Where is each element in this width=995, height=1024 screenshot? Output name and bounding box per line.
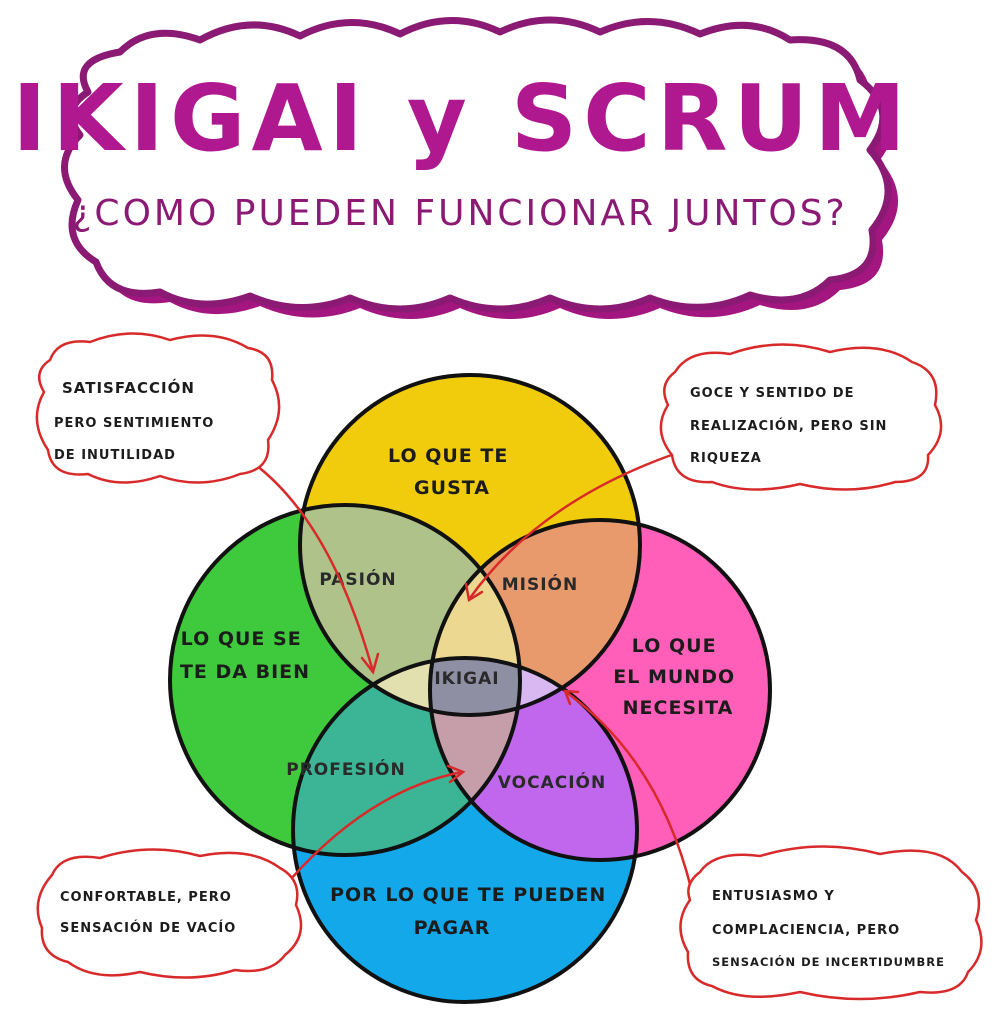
arrows — [250, 450, 694, 894]
svg-text:GOCE Y SENTIDO DE REALIZ: GOCE Y SENTIDO DE REALIZACIÓN, PERO SIN … — [690, 383, 894, 466]
outline-world-needs — [428, 518, 772, 862]
circle-love-label: LO QUE TE GUSTA — [388, 445, 516, 499]
svg-text:SATISFACCIÓN PERO SENTIM: SATISFACCIÓN PERO SENTIMIENTO DE INUTILI… — [54, 378, 221, 463]
arrow-top-left-head — [360, 652, 380, 675]
note-bottom-left-cloud — [36, 848, 303, 979]
zone-passion-label: PASIÓN — [319, 568, 396, 590]
svg-text:CONFORTABLE, PERO SENSAC: CONFORTABLE, PERO SENSACIÓN DE VACÍO — [60, 887, 238, 936]
circle-world-needs-label: LO QUE EL MUNDO NECESITA — [613, 635, 743, 719]
outline-good-at — [168, 503, 522, 857]
outline-love — [298, 373, 642, 717]
page-subtitle: ¿COMO PUEDEN FUNCIONAR JUNTOS? — [72, 193, 847, 234]
zone-mission-label: MISIÓN — [502, 573, 579, 595]
arrow-top-left — [250, 460, 374, 670]
note-top-right-cloud — [659, 343, 943, 491]
note-bottom-right-line-3: SENSACIÓN DE INCERTIDUMBRE — [712, 954, 945, 969]
zone-ikigai-label: IKIGAI — [434, 669, 499, 689]
zone-profession-label: PROFESIÓN — [286, 758, 405, 780]
svg-text:ENTUSIASMO Y COMPLACIENC: ENTUSIASMO Y COMPLACIENCIA, PERO SENSACI… — [712, 886, 945, 969]
banner-cloud — [61, 16, 892, 313]
circle-paid-for-label: POR LO QUE TE PUEDEN PAGAR — [330, 884, 614, 939]
page-title: IKIGAI y SCRUM — [12, 65, 912, 172]
arrow-bottom-left-head — [446, 764, 466, 784]
outline-paid-for — [291, 656, 639, 1004]
note-top-left-line-1: SATISFACCIÓN — [62, 378, 195, 397]
note-top-left-cloud — [35, 332, 281, 484]
title-banner: IKIGAI y SCRUM ¿COMO PUEDEN FUNCIONAR JU… — [12, 16, 912, 319]
note-top-left-line-2: PERO SENTIMIENTO — [54, 416, 214, 431]
arrow-bottom-right — [564, 690, 694, 894]
note-bottom-left: CONFORTABLE, PERO SENSACIÓN DE VACÍO — [36, 848, 303, 979]
arrow-bottom-right-head — [563, 689, 580, 706]
note-top-right-line-1: GOCE Y SENTIDO DE — [690, 386, 854, 401]
note-top-right: GOCE Y SENTIDO DE REALIZACIÓN, PERO SIN … — [659, 343, 943, 491]
note-top-right-line-3: RIQUEZA — [690, 451, 762, 466]
note-bottom-left-line-2: SENSACIÓN DE VACÍO — [60, 920, 236, 936]
note-bottom-right: ENTUSIASMO Y COMPLACIENCIA, PERO SENSACI… — [679, 845, 983, 1001]
note-bottom-right-cloud — [679, 845, 983, 1001]
arrow-bottom-left — [288, 770, 464, 882]
note-top-right-line-2: REALIZACIÓN, PERO SIN — [690, 418, 887, 434]
zone-vocation-label: VOCACIÓN — [498, 771, 606, 793]
note-bottom-right-line-2: COMPLACIENCIA, PERO — [712, 923, 900, 938]
venn-diagram: LO QUE TE GUSTA LO QUE SE TE DA BIEN LO … — [168, 373, 772, 1004]
arrow-top-right — [468, 450, 682, 600]
circle-good-at-label: LO QUE SE TE DA BIEN — [180, 628, 310, 683]
note-bottom-left-line-1: CONFORTABLE, PERO — [60, 890, 232, 905]
note-top-left: SATISFACCIÓN PERO SENTIMIENTO DE INUTILI… — [35, 332, 281, 484]
arrow-top-right-head — [464, 582, 484, 603]
note-top-left-line-3: DE INUTILIDAD — [54, 448, 176, 463]
note-bottom-right-line-1: ENTUSIASMO Y — [712, 889, 835, 904]
